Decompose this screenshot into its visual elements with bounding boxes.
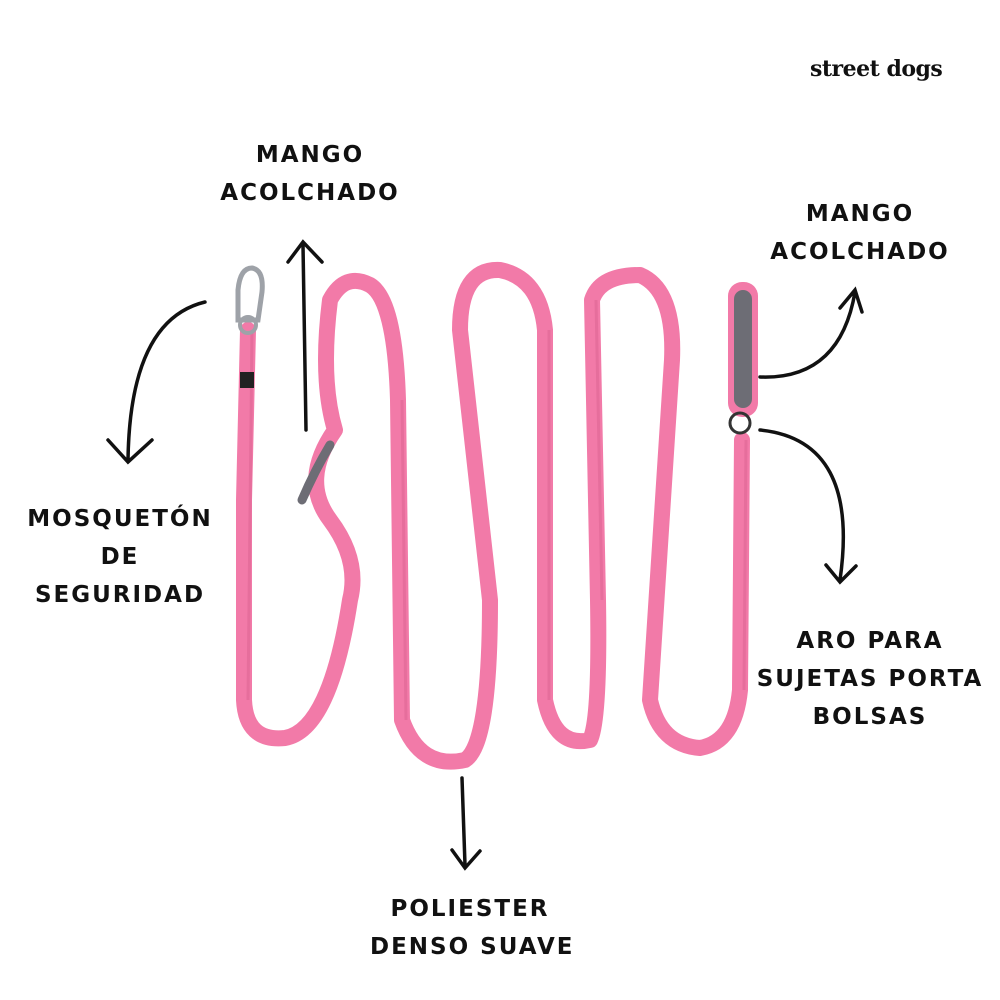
handle-right-icon bbox=[728, 282, 758, 435]
carabiner-icon bbox=[235, 265, 265, 388]
arrow-icons bbox=[106, 239, 864, 871]
label-line: MANGO bbox=[255, 142, 365, 168]
brand-logo: street dogs bbox=[810, 56, 943, 82]
arrow-ring-icon bbox=[758, 428, 858, 585]
label-line: POLIESTER bbox=[390, 896, 550, 922]
label-material: POLIESTER DENSO SUAVE bbox=[370, 890, 575, 966]
label-line: DENSO SUAVE bbox=[370, 934, 575, 960]
label-line: SUJETAS PORTA bbox=[756, 666, 984, 692]
padded-section bbox=[297, 440, 335, 505]
arrow-carabiner-icon bbox=[106, 300, 207, 465]
arrow-handle-top-icon bbox=[286, 239, 324, 432]
label-line: SEGURIDAD bbox=[34, 582, 206, 608]
arrow-material-icon bbox=[450, 776, 482, 871]
label-handle-top: MANGO ACOLCHADO bbox=[210, 136, 410, 212]
label-handle-right: MANGO ACOLCHADO bbox=[760, 195, 960, 271]
label-line: DE bbox=[100, 544, 140, 570]
label-line: ARO PARA bbox=[796, 628, 944, 654]
label-line: ACOLCHADO bbox=[770, 239, 950, 265]
label-line: MANGO bbox=[805, 201, 915, 227]
label-ring: ARO PARA SUJETAS PORTA BOLSAS bbox=[745, 622, 995, 736]
arrow-handle-right-icon bbox=[758, 286, 864, 379]
label-line: MOSQUETÓN bbox=[27, 506, 213, 532]
leash-strap-shade bbox=[246, 299, 748, 721]
label-carabiner: MOSQUETÓN DE SEGURIDAD bbox=[20, 500, 220, 614]
label-line: BOLSAS bbox=[812, 704, 928, 730]
label-line: ACOLCHADO bbox=[220, 180, 400, 206]
leash-strap bbox=[236, 262, 750, 770]
